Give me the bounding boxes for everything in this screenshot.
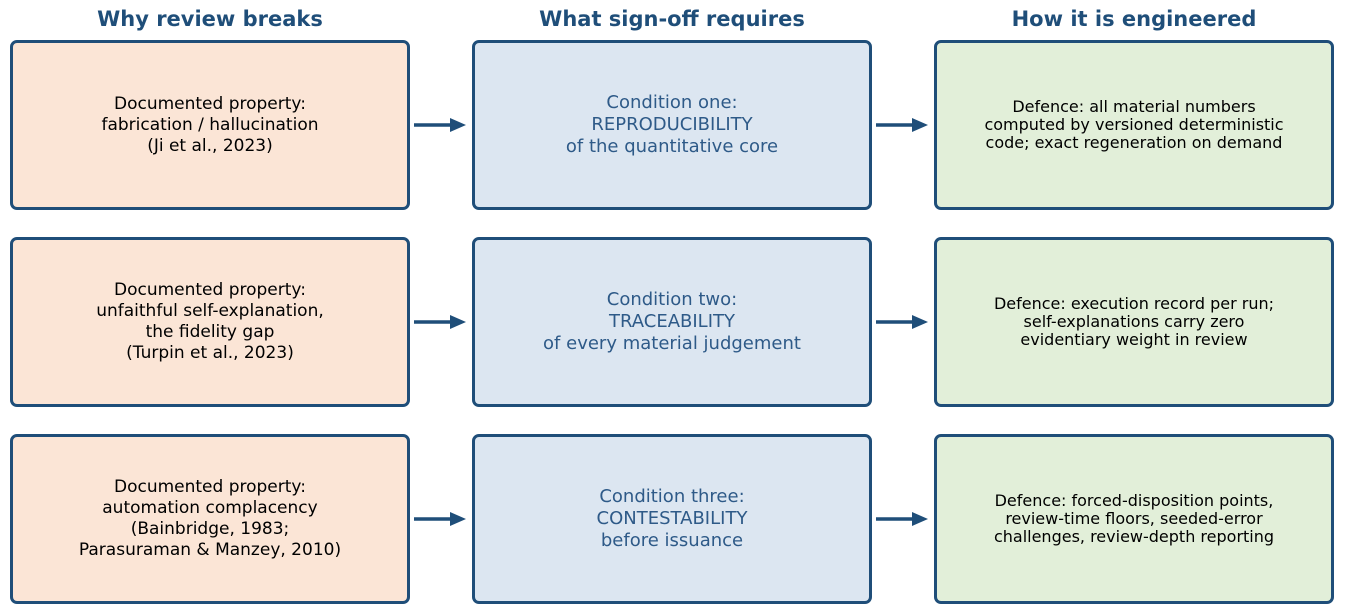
cause-box-automation-complacency: Documented property: automation complace… — [10, 434, 410, 604]
cause-text: Documented property: fabrication / hallu… — [101, 93, 319, 156]
requirement-text: Condition three: CONTESTABILITY before i… — [596, 486, 748, 551]
column-title-how-it-is-engineered: How it is engineered — [1011, 7, 1257, 31]
cause-box-unfaithful-self-explanation: Documented property: unfaithful self-exp… — [10, 237, 410, 407]
requirement-box-reproducibility: Condition one: REPRODUCIBILITY of the qu… — [472, 40, 872, 210]
arrow-right-icon — [876, 512, 928, 526]
requirement-box-contestability: Condition three: CONTESTABILITY before i… — [472, 434, 872, 604]
requirement-text: Condition two: TRACEABILITY of every mat… — [543, 289, 801, 354]
arrow-right-icon — [414, 118, 466, 132]
defence-box-execution-record: Defence: execution record per run; self-… — [934, 237, 1334, 407]
arrow-right-icon — [414, 512, 466, 526]
defence-box-forced-disposition: Defence: forced-disposition points, revi… — [934, 434, 1334, 604]
cause-box-fabrication: Documented property: fabrication / hallu… — [10, 40, 410, 210]
column-title-what-sign-off-requires: What sign-off requires — [539, 7, 805, 31]
arrow-right-icon — [876, 118, 928, 132]
cause-text: Documented property: automation complace… — [78, 477, 342, 560]
defence-text: Defence: all material numbers computed b… — [984, 97, 1284, 152]
defence-text: Defence: forced-disposition points, revi… — [993, 491, 1275, 546]
defence-text: Defence: execution record per run; self-… — [993, 294, 1275, 349]
cause-text: Documented property: unfaithful self-exp… — [96, 280, 324, 363]
arrow-right-icon — [876, 315, 928, 329]
requirement-box-traceability: Condition two: TRACEABILITY of every mat… — [472, 237, 872, 407]
arrow-right-icon — [414, 315, 466, 329]
defence-box-deterministic-code: Defence: all material numbers computed b… — [934, 40, 1334, 210]
requirement-text: Condition one: REPRODUCIBILITY of the qu… — [565, 92, 779, 157]
column-title-why-review-breaks: Why review breaks — [97, 7, 323, 31]
